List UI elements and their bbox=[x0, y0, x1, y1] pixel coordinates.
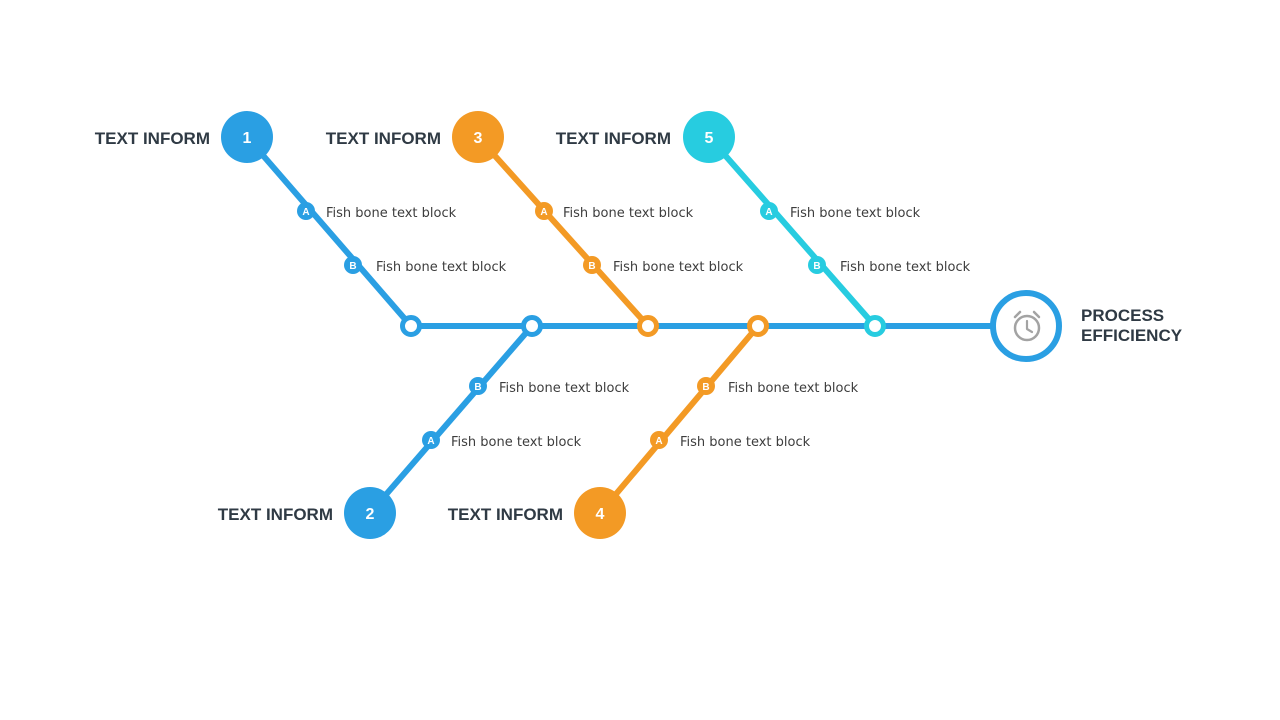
branch-5-badge-b-label: B bbox=[813, 261, 820, 272]
branch-2-item-a-text: Fish bone text block bbox=[451, 435, 582, 450]
branch-4-number: 4 bbox=[596, 506, 605, 523]
branch-1-joint bbox=[400, 315, 422, 337]
branch-2: 2 TEXT INFORM A Fish bone text block B F… bbox=[218, 315, 630, 539]
branch-2-badge-a-label: A bbox=[427, 436, 434, 447]
branch-2-badge-b bbox=[469, 377, 487, 395]
branch-3-badge-a bbox=[535, 202, 553, 220]
branch-5-badge-b bbox=[808, 256, 826, 274]
branch-4-number-circle bbox=[574, 487, 626, 539]
branch-2-badge-a bbox=[422, 431, 440, 449]
head-label-line1: PROCESS bbox=[1081, 306, 1164, 325]
branch-4-bone bbox=[597, 324, 761, 515]
branch-4-item-b-text: Fish bone text block bbox=[728, 381, 859, 396]
branch-4-title: TEXT INFORM bbox=[448, 505, 563, 524]
branch-1-number-circle bbox=[221, 111, 273, 163]
branch-2-item-b-text: Fish bone text block bbox=[499, 381, 630, 396]
fish-head: PROCESS EFFICIENCY bbox=[990, 290, 1183, 362]
branch-5-title: TEXT INFORM bbox=[556, 129, 671, 148]
branch-4: 4 TEXT INFORM A Fish bone text block B F… bbox=[448, 315, 859, 539]
branch-1: 1 TEXT INFORM A Fish bone text block B F… bbox=[95, 111, 507, 337]
branch-1-item-a-text: Fish bone text block bbox=[326, 206, 457, 221]
branch-2-badge-b-label: B bbox=[474, 382, 481, 393]
branch-1-badge-a bbox=[297, 202, 315, 220]
branch-4-joint bbox=[747, 315, 769, 337]
branch-5: 5 TEXT INFORM A Fish bone text block B F… bbox=[556, 111, 971, 337]
branch-3: 3 TEXT INFORM A Fish bone text block B F… bbox=[326, 111, 744, 337]
branch-3-badge-b-label: B bbox=[588, 261, 595, 272]
branch-3-bone bbox=[475, 134, 651, 329]
branch-3-item-b-text: Fish bone text block bbox=[613, 260, 744, 275]
branch-5-badge-a bbox=[760, 202, 778, 220]
branch-5-item-a-text: Fish bone text block bbox=[790, 206, 921, 221]
branch-3-title: TEXT INFORM bbox=[326, 129, 441, 148]
branch-2-bone bbox=[367, 324, 535, 515]
branch-3-joint bbox=[637, 315, 659, 337]
branch-1-title: TEXT INFORM bbox=[95, 129, 210, 148]
branch-3-badge-b bbox=[583, 256, 601, 274]
branch-5-badge-a-label: A bbox=[765, 207, 772, 218]
branch-3-number: 3 bbox=[474, 130, 483, 147]
branch-5-bone bbox=[706, 135, 878, 328]
branch-4-item-a-text: Fish bone text block bbox=[680, 435, 811, 450]
branch-3-number-circle bbox=[452, 111, 504, 163]
branch-1-bone bbox=[244, 135, 414, 328]
branch-2-number: 2 bbox=[366, 506, 375, 523]
branch-4-badge-b-label: B bbox=[702, 382, 709, 393]
head-label-line2: EFFICIENCY bbox=[1081, 326, 1183, 345]
branch-5-item-b-text: Fish bone text block bbox=[840, 260, 971, 275]
branch-3-item-a-text: Fish bone text block bbox=[563, 206, 694, 221]
branch-3-badge-a-label: A bbox=[540, 207, 547, 218]
branch-1-number: 1 bbox=[243, 130, 252, 147]
branch-1-item-b-text: Fish bone text block bbox=[376, 260, 507, 275]
branch-4-badge-b bbox=[697, 377, 715, 395]
branch-4-badge-a-label: A bbox=[655, 436, 662, 447]
branch-5-joint bbox=[864, 315, 886, 337]
branch-1-badge-b-label: B bbox=[349, 261, 356, 272]
branch-5-number-circle bbox=[683, 111, 735, 163]
branch-2-joint bbox=[521, 315, 543, 337]
branch-4-badge-a bbox=[650, 431, 668, 449]
alarm-clock-icon bbox=[1013, 310, 1041, 342]
branch-1-badge-a-label: A bbox=[302, 207, 309, 218]
branch-2-title: TEXT INFORM bbox=[218, 505, 333, 524]
branch-5-number: 5 bbox=[705, 130, 714, 147]
branch-2-number-circle bbox=[344, 487, 396, 539]
branch-1-badge-b bbox=[344, 256, 362, 274]
